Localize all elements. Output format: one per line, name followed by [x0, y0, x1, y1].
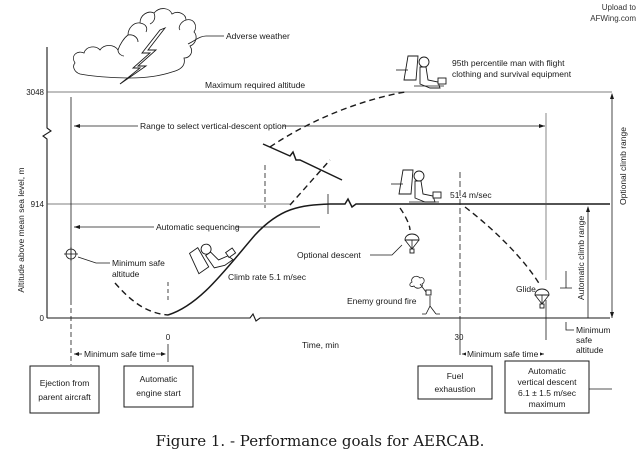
y-tick-914: 914: [31, 200, 45, 209]
optional-descent-leader: [370, 244, 403, 256]
min-safe-altitude-right-leader: [565, 322, 574, 331]
engine-start-box: Automatic engine start: [123, 365, 194, 408]
watermark-line2: AFWing.com: [590, 14, 636, 23]
trajectory-descent-dashed: [114, 282, 169, 316]
man-label-2: clothing and survival equipment: [452, 69, 572, 79]
climb-rate-label: Climb rate 5.1 m/sec: [228, 272, 307, 282]
watermark-line1: Upload to: [601, 3, 636, 12]
weather-leader: [187, 35, 224, 45]
descent-box-line4: maximum: [529, 399, 566, 409]
descent-box-line1: Automatic: [528, 366, 567, 376]
seated-pilot-icon: [391, 169, 442, 203]
seated-pilot-icon: [396, 55, 447, 89]
adverse-weather-label: Adverse weather: [226, 31, 290, 41]
ejection-box: Ejection from parent aircraft: [29, 365, 100, 414]
descent-box-line2: vertical descent: [517, 377, 577, 387]
max-altitude-label: Maximum required altitude: [205, 80, 305, 90]
min-safe-time-left-label: Minimum safe time: [84, 349, 156, 359]
trajectory-climb: [167, 203, 331, 316]
min-safe-alt-right-2: safe: [576, 335, 592, 345]
ejection-box-line1: Ejection from: [40, 378, 90, 388]
min-safe-time-right-label: Minimum safe time: [467, 349, 539, 359]
automatic-climb-range-label: Automatic climb range: [576, 216, 586, 300]
auto-sequencing-label: Automatic sequencing: [156, 222, 240, 232]
parachute-icon: [404, 233, 420, 254]
seated-pilot-icon: [188, 243, 237, 275]
range-select-label: Range to select vertical-descent option: [140, 121, 287, 131]
x-tick-0: 0: [166, 333, 171, 342]
ground-gunner-icon: [409, 275, 440, 315]
min-safe-alt-right-3: altitude: [576, 345, 604, 355]
man-label-1: 95th percentile man with flight: [452, 58, 565, 68]
y-tick-0: 0: [40, 314, 45, 323]
min-safe-altitude-leader: [77, 256, 110, 264]
fuel-box-line1: Fuel: [447, 371, 464, 381]
arrowhead-left: [74, 124, 80, 128]
vertical-descent-box: Automatic vertical descent 6.1 ± 1.5 m/s…: [504, 360, 590, 414]
x-tick-30: 30: [455, 333, 464, 342]
fuel-exhaustion-box: Fuel exhaustion: [417, 365, 493, 400]
optional-descent-label: Optional descent: [297, 250, 361, 260]
descent-box-line3: 6.1 ± 1.5 m/sec: [518, 388, 577, 398]
y-axis-break: [42, 100, 52, 318]
speed-label: 51.4 m/sec: [450, 190, 492, 200]
min-safe-altitude-label-1: Minimum safe: [112, 258, 165, 268]
x-axis-label: Time, min: [302, 340, 339, 350]
min-safe-altitude-label-2: altitude: [112, 269, 140, 279]
altitude-break-zigzag: [262, 143, 343, 181]
engine-start-box-line1: Automatic: [140, 374, 179, 384]
x-axis: [47, 312, 610, 322]
y-axis-label: Altitude above mean sea level, m: [16, 167, 26, 292]
min-safe-altitude-right-top: [560, 271, 572, 289]
ejection-box-line2: parent aircraft: [38, 392, 91, 402]
glide-label: Glide: [516, 284, 536, 294]
figure-caption: Figure 1. - Performance goals for AERCAB…: [155, 432, 485, 450]
parachute-icon: [534, 288, 550, 309]
y-tick-3048: 3048: [26, 88, 44, 97]
optional-descent-dashed: [399, 207, 411, 231]
fuel-box-line2: exhaustion: [434, 384, 475, 394]
cloud-icon: [73, 8, 197, 79]
optional-climb-dashed-high: [269, 91, 406, 148]
optional-climb-range-label: Optional climb range: [618, 127, 628, 205]
arrowhead-right: [539, 124, 545, 128]
enemy-fire-label: Enemy ground fire: [347, 296, 417, 306]
engine-start-box-line2: engine start: [136, 388, 181, 398]
crosshair-icon: [64, 247, 78, 261]
watermark: Upload to AFWing.com: [590, 2, 636, 24]
optional-climb-dashed-low: [289, 159, 331, 206]
min-safe-alt-right-1: Minimum: [576, 325, 610, 335]
trajectory-cruise: [330, 197, 610, 209]
lightning-icon: [119, 26, 167, 85]
glide-dashed: [464, 206, 541, 286]
